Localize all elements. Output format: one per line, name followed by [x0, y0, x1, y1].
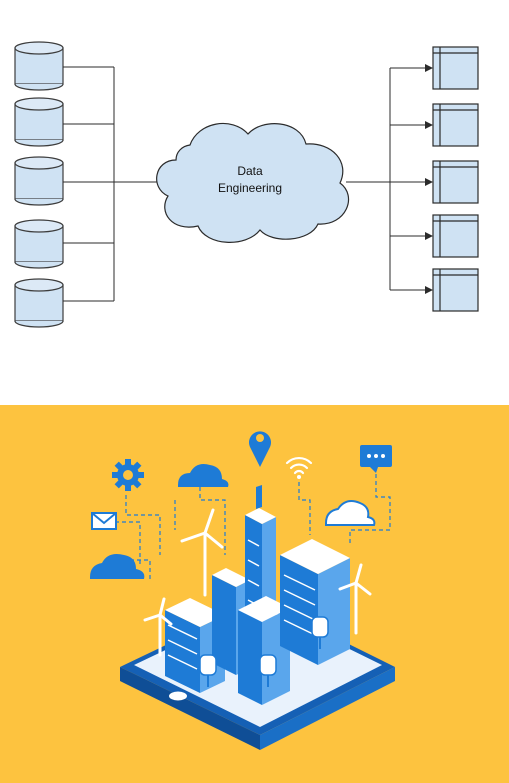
envelope-icon	[91, 512, 117, 530]
source-database-3	[14, 156, 64, 206]
map-pin-icon	[249, 431, 271, 467]
tree-icon	[199, 654, 217, 687]
source-database-1	[14, 41, 64, 91]
source-database-2	[14, 97, 64, 147]
wind-turbine-icon	[180, 508, 224, 597]
target-table-5	[432, 268, 479, 312]
wifi-icon	[285, 456, 313, 479]
chat-bubble-icon	[360, 445, 392, 473]
cloud-label-line-1: Data	[237, 164, 263, 178]
cloud-icon	[90, 554, 145, 579]
target-table-3	[432, 160, 479, 204]
data-engineering-cloud: Data Engineering	[156, 122, 350, 243]
data-engineering-diagram: Data Engineering	[14, 41, 479, 328]
target-table-2	[432, 103, 479, 147]
input-connectors	[63, 66, 167, 302]
cloud-icon	[325, 500, 376, 526]
source-database-5	[14, 278, 64, 328]
source-database-4	[14, 219, 64, 269]
tree-icon	[259, 654, 277, 687]
smart-city-illustration	[0, 405, 509, 783]
cloud-icon	[178, 464, 229, 487]
wind-turbine-icon	[338, 563, 372, 635]
target-table-1	[432, 46, 479, 90]
gear-icon	[112, 459, 144, 491]
cloud-label-line-2: Engineering	[218, 181, 282, 195]
output-connectors	[346, 64, 433, 294]
target-table-4	[432, 214, 479, 258]
building-icon	[165, 485, 350, 705]
tree-icon	[311, 616, 329, 649]
wind-turbine-icon	[143, 597, 173, 657]
dashed-connectors	[115, 467, 391, 580]
